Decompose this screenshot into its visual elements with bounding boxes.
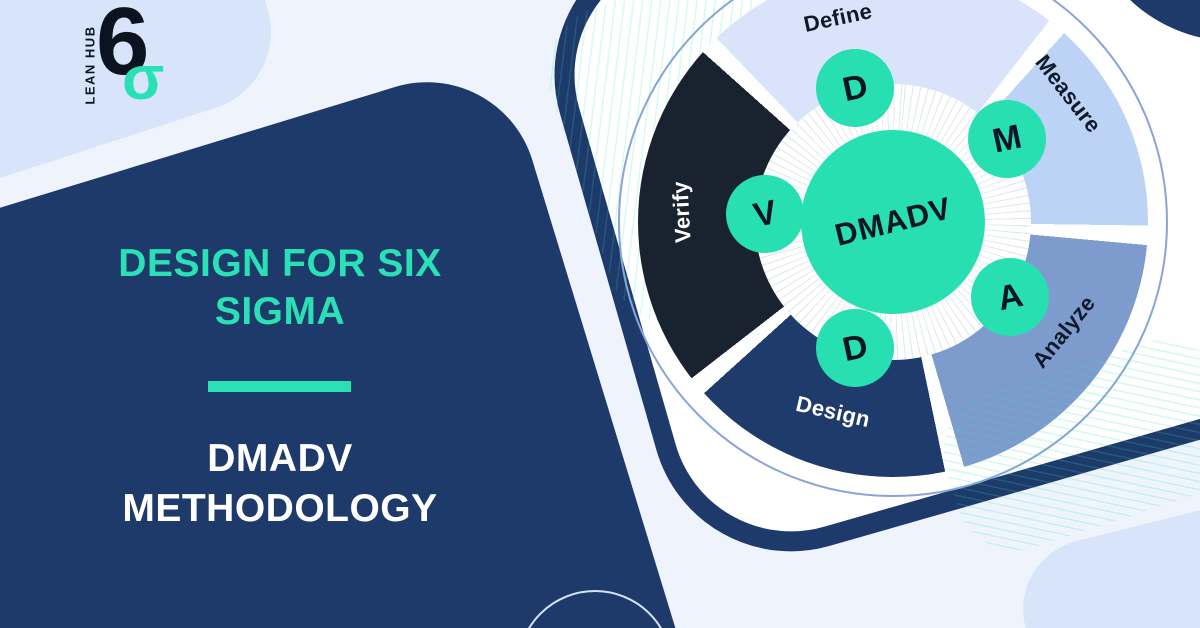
letter-verify: V (749, 192, 780, 235)
letter-circle-design: D (816, 309, 894, 387)
brand-wordmark: LEAN HUB (82, 25, 98, 105)
letter-analyze: A (993, 275, 1026, 318)
wheel-center-circle: DMADV (801, 130, 985, 314)
headline-title: DESIGN FOR SIX SIGMA (118, 242, 442, 333)
letter-circle-analyze: A (971, 258, 1049, 336)
logo-six-digit: 6 (96, 0, 150, 95)
accent-divider (208, 381, 351, 392)
letter-design: D (838, 326, 871, 369)
letter-circle-define: D (816, 49, 894, 127)
wheel-center-label: DMADV (831, 190, 955, 253)
headline-subtitle: DMADV METHODOLOGY (122, 437, 438, 530)
segment-label-verify: Verify (667, 180, 696, 244)
letter-define: D (838, 66, 871, 109)
logo-sigma-icon: σ (122, 44, 165, 113)
letter-circle-verify: V (726, 175, 804, 253)
letter-measure: M (989, 116, 1025, 161)
letter-circle-measure: M (968, 100, 1046, 178)
brand-logo: 6 σ LEAN HUB (70, 0, 210, 128)
